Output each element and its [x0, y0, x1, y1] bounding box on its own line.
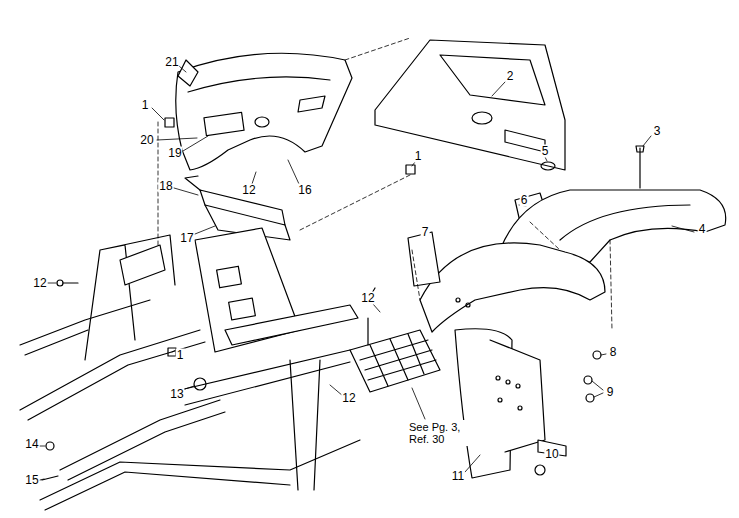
- callout-number: 12: [360, 292, 375, 305]
- callout-number: 1: [176, 349, 185, 362]
- callout-number: 13: [169, 388, 184, 401]
- callout-number: 12: [341, 392, 356, 405]
- callout-number: 12: [32, 277, 47, 290]
- callout-number: 6: [520, 194, 529, 207]
- callout-number: 1: [414, 150, 423, 163]
- callout-number: 4: [698, 223, 707, 236]
- callout-number: 2: [506, 70, 515, 83]
- callout-number: 8: [609, 346, 618, 359]
- callout-number: 7: [421, 226, 430, 239]
- callout-number: 18: [158, 180, 173, 193]
- callout-number: 17: [179, 232, 194, 245]
- callout-number: 19: [167, 147, 182, 160]
- callout-number: 12: [241, 184, 256, 197]
- callout-number: 16: [297, 184, 312, 197]
- callout-number: 11: [451, 470, 465, 483]
- callout-number: 3: [653, 125, 662, 138]
- callout-number: 15: [24, 474, 39, 487]
- callout-number: 21: [164, 56, 179, 69]
- callout-number: 5: [541, 145, 550, 158]
- callout-number: 10: [544, 448, 559, 461]
- callout-number: 1: [141, 99, 150, 112]
- callout-number: 14: [24, 438, 39, 451]
- reference-note: See Pg. 3, Ref. 30: [408, 420, 468, 446]
- callout-number: 9: [606, 386, 615, 399]
- callout-number: 20: [139, 134, 154, 147]
